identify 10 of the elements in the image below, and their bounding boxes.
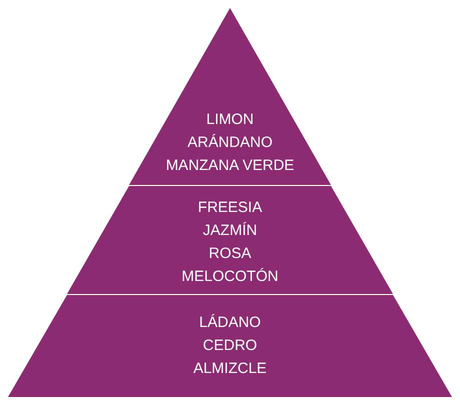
tier-label: JAZMÍN (202, 221, 258, 241)
tier-label: FREESIA (198, 198, 262, 218)
tier-label: CEDRO (202, 336, 258, 356)
tier-label: LÁDANO (199, 313, 261, 333)
tier-label: LIMON (206, 110, 254, 130)
tier-label: ROSA (208, 244, 252, 264)
tier-label: MANZANA VERDE (166, 156, 294, 176)
tier-label: ALMIZCLE (193, 359, 267, 379)
tier-label: ARÁNDANO (187, 133, 272, 153)
tier-label: MELOCOTÓN (182, 267, 278, 287)
